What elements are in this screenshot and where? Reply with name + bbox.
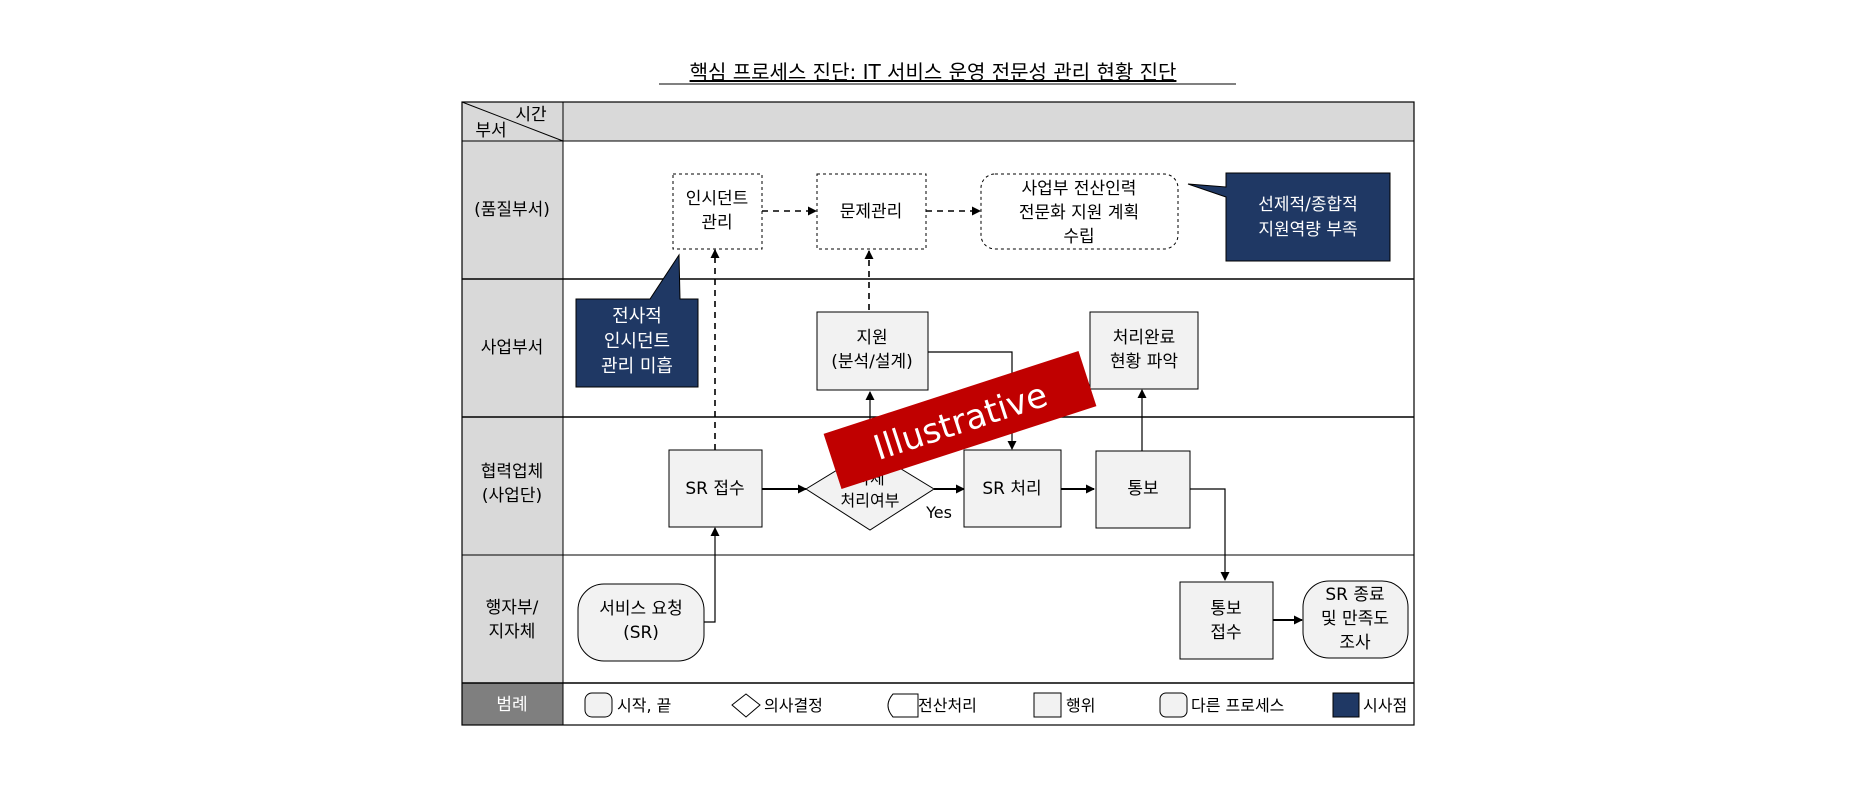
lane-ministry: 행자부/	[486, 598, 539, 618]
arrow-request-to-sr	[704, 527, 720, 623]
svg-text:조사: 조사	[1339, 633, 1371, 653]
svg-text:처리여부: 처리여부	[841, 491, 900, 510]
legend-start-end-label: 시작, 끝	[617, 696, 671, 715]
legend-other-process-label: 다른 프로세스	[1191, 696, 1284, 715]
node-done-status: 처리완료 현황 파악	[1089, 311, 1199, 390]
svg-text:지원역량 부족: 지원역량 부족	[1258, 220, 1357, 240]
svg-text:(SR): (SR)	[623, 623, 659, 643]
lane-partner: 협력업체	[481, 462, 544, 482]
lane-partner-sub: (사업단)	[482, 486, 542, 506]
dept-label: 부서	[475, 121, 506, 141]
node-sr-process: SR 처리	[963, 449, 1062, 528]
svg-text:전문화 지원 계획: 전문화 지원 계획	[1019, 203, 1139, 223]
legend-other-process-symbol	[1159, 692, 1188, 718]
lane-ministry-sub: 지자체	[489, 622, 536, 642]
svg-text:관리: 관리	[701, 213, 732, 233]
legend-start-end-symbol	[584, 692, 613, 718]
svg-text:지원: 지원	[856, 328, 887, 348]
legend-computing-symbol	[887, 693, 919, 718]
legend-decision-label: 의사결정	[764, 696, 823, 715]
svg-text:통보: 통보	[1210, 599, 1241, 619]
lane-quality: (품질부서)	[474, 200, 550, 220]
svg-text:통보: 통보	[1127, 479, 1158, 499]
lane-label-column	[462, 141, 563, 683]
legend-action-symbol	[1033, 692, 1062, 718]
svg-text:및 만족도: 및 만족도	[1321, 609, 1389, 629]
lane-business: 사업부서	[481, 338, 544, 358]
node-problem-management: 문제관리	[816, 173, 927, 250]
node-notify-receive: 통보 접수	[1179, 581, 1274, 660]
node-sr-close: SR 종료 및 만족도 조사	[1302, 580, 1409, 659]
node-staff-plan: 사업부 전산인력 전문화 지원 계획 수립	[980, 173, 1179, 250]
header-diagonal	[461, 101, 564, 142]
callout-enterprise-incident: 전사적 인시던트 관리 미흡	[575, 253, 699, 388]
arrow-notify-to-receive	[1190, 488, 1230, 581]
header-band	[462, 102, 1414, 141]
node-notify: 통보	[1095, 450, 1191, 529]
legend-computing-label: 전산처리	[918, 696, 977, 715]
time-label: 시간	[515, 105, 547, 125]
svg-text:관리 미흡: 관리 미흡	[601, 356, 673, 377]
svg-text:접수: 접수	[1210, 623, 1241, 643]
diagram-frame	[461, 101, 1415, 726]
legend-decision-symbol	[731, 693, 761, 718]
node-service-request: 서비스 요청 (SR)	[577, 583, 705, 662]
node-sr-receive: SR 접수	[668, 449, 763, 528]
svg-text:수립: 수립	[1063, 227, 1094, 247]
svg-text:SR 종료: SR 종료	[1325, 585, 1384, 605]
node-incident-management: 인시던트 관리	[672, 173, 763, 250]
svg-text:문제관리: 문제관리	[840, 202, 903, 222]
svg-text:SR 처리: SR 처리	[982, 479, 1041, 499]
decision-yes-label: Yes	[925, 503, 952, 522]
svg-text:SR 접수: SR 접수	[685, 479, 744, 499]
diagram-title: 핵심 프로세스 진단: IT 서비스 운영 전문성 관리 현황 진단	[690, 60, 1177, 84]
legend-implication-label: 시사점	[1363, 696, 1407, 715]
svg-text:현황 파악: 현황 파악	[1110, 352, 1178, 372]
node-support: 지원 (분석/설계)	[816, 311, 929, 391]
svg-text:(분석/설계): (분석/설계)	[831, 352, 913, 372]
svg-text:전사적: 전사적	[612, 306, 662, 327]
callout-proactive-capability: 선제적/종합적 지원역량 부족	[1187, 172, 1391, 262]
legend-implication-symbol	[1332, 692, 1360, 718]
legend: 시작, 끝 의사결정 전산처리 행위 다른 프로세스 시사점	[584, 692, 1407, 718]
svg-text:처리완료: 처리완료	[1113, 328, 1176, 348]
svg-text:서비스 요청: 서비스 요청	[599, 599, 683, 619]
svg-text:사업부 전산인력: 사업부 전산인력	[1022, 179, 1137, 199]
svg-text:선제적/종합적: 선제적/종합적	[1258, 195, 1358, 215]
lane-legend: 범례	[496, 695, 527, 715]
legend-action-label: 행위	[1066, 696, 1095, 715]
svg-text:인시던트: 인시던트	[686, 189, 749, 209]
svg-text:인시던트: 인시던트	[604, 331, 670, 352]
legend-label-cell	[462, 683, 563, 725]
